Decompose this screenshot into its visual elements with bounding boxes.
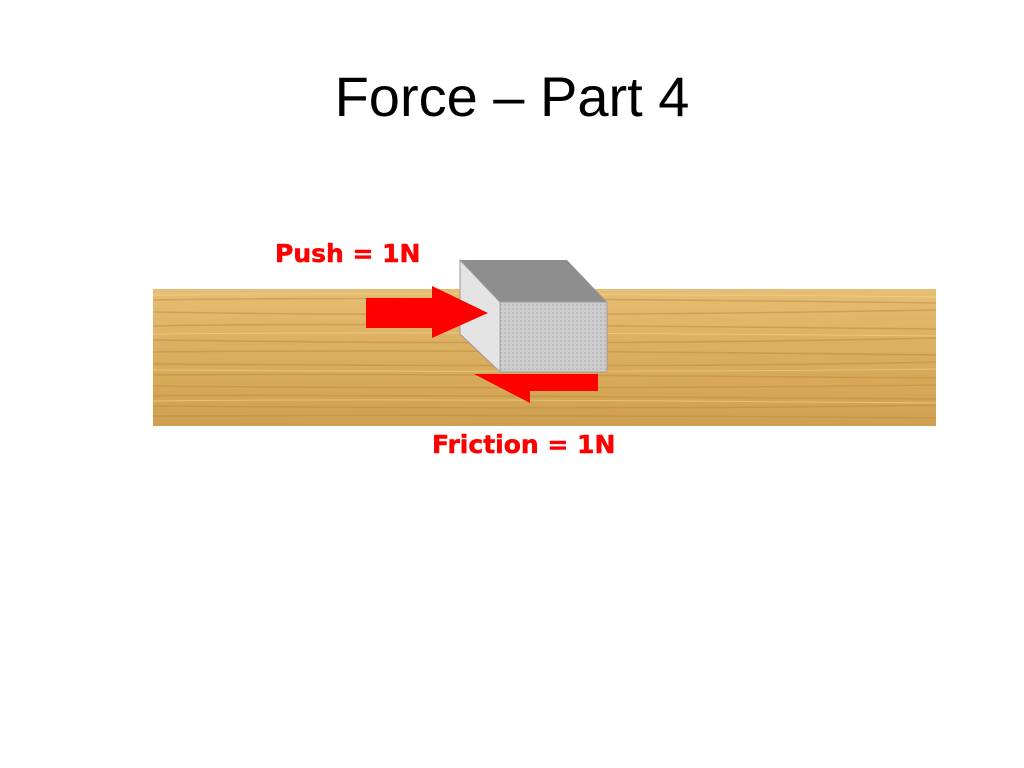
page-title: Force – Part 4 [334, 65, 690, 128]
arrow-left-icon [474, 374, 598, 403]
arrow-right-icon [366, 286, 488, 338]
block [459, 258, 608, 374]
push-label: Push = 1N [275, 239, 420, 268]
block-front-face [499, 301, 608, 373]
block-top-face [460, 260, 607, 302]
friction-label: Friction = 1N [432, 430, 615, 459]
